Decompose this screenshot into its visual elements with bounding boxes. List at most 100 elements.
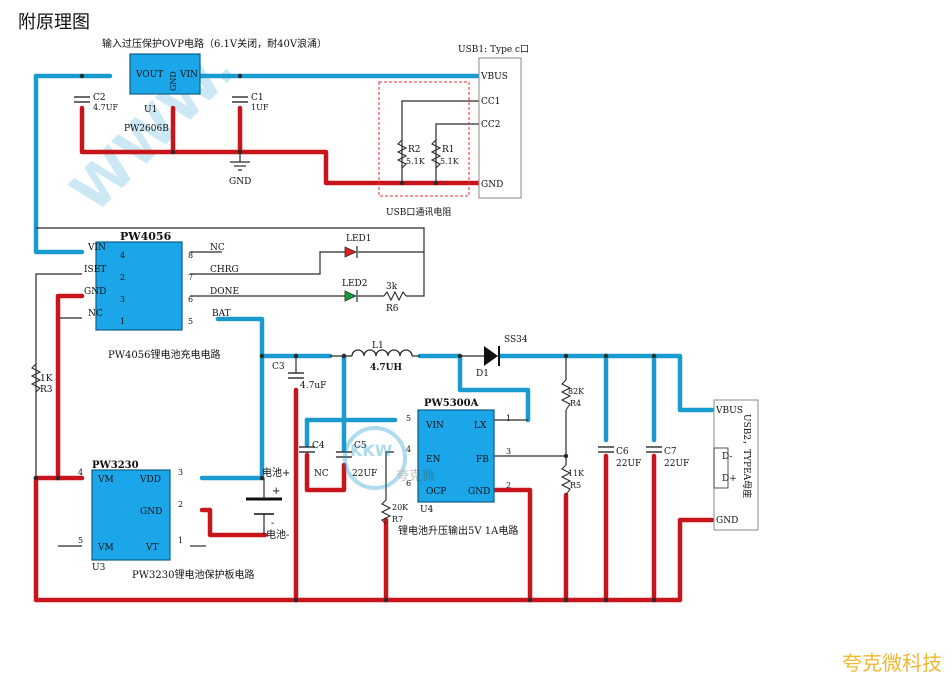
- usb2-pin-dplus: D+: [722, 474, 737, 484]
- page-title: 附原理图: [18, 12, 90, 33]
- pw4056-section: PW4056 VIN ISET GND NC 4 2 3 1 8 7 6 5 N…: [30, 230, 407, 395]
- pw5300a-right-num-0: 1: [506, 414, 511, 423]
- c6-val: 22UF: [616, 459, 641, 469]
- pw3230-left-num-0: 4: [78, 468, 83, 477]
- ovp-pin-gnd: GND: [169, 71, 178, 91]
- pw4056-right-label-3: BAT: [212, 309, 231, 319]
- usb-cc-caption: USB口通讯电阻: [386, 206, 451, 218]
- resistor-r1: [430, 139, 442, 169]
- usb1-pin-vbus: VBUS: [480, 72, 508, 82]
- junction-dots: [33, 73, 657, 603]
- pw3230-left-label-1: VM: [97, 543, 114, 553]
- usb1-pin-cc1: CC1: [481, 97, 501, 107]
- pw4056-part: PW4056: [120, 230, 172, 243]
- capacitor-c2: [74, 96, 90, 103]
- pw3230-chip: [91, 469, 171, 561]
- resistor-r6: [383, 290, 407, 302]
- usb1-title: USB1: Type c口: [458, 45, 529, 55]
- c5-val: 22UF: [352, 469, 377, 479]
- pw4056-left-label-0: VIN: [87, 243, 106, 253]
- resistor-r7: [380, 499, 392, 525]
- r7-ref: R7: [392, 515, 403, 524]
- ovp-section: 输入过压保护OVP电路（6.1V关闭，耐40V浪涌） VOUT VIN GND …: [74, 37, 327, 187]
- boost-section: C3 4.7uF C4 NC C5 22UF L1 4.7UH SS34 D1 …: [272, 335, 689, 537]
- pw5300a-right-num-2: 2: [506, 481, 511, 490]
- pw5300a-right-label-1: FB: [476, 455, 489, 465]
- resistor-r2: [396, 139, 408, 169]
- d1-ref: D1: [476, 369, 489, 379]
- pw5300a-left-num-2: 6: [406, 479, 411, 488]
- usb2-section: VBUS D- D+ GND USB2，TYPEA母座: [713, 399, 759, 531]
- r1-ref: R1: [442, 145, 455, 155]
- pw3230-right-num-2: 1: [178, 536, 183, 545]
- resistor-r5: [560, 464, 572, 496]
- pw3230-right-label-0: VDD: [139, 475, 161, 485]
- usb2-pin-gnd: GND: [716, 516, 738, 526]
- r5-val: 11K: [568, 469, 585, 478]
- l1-val: 4.7UH: [370, 363, 403, 373]
- usb1-connector: [478, 57, 522, 199]
- led1-icon: [344, 246, 357, 258]
- battery-pos-label: 电池+: [262, 466, 290, 479]
- usb1-section: USB1: Type c口 VBUS CC1 CC2 GND R2 5.1K R…: [378, 45, 529, 218]
- c4-ref: C4: [312, 441, 325, 451]
- c3-ref: C3: [272, 362, 285, 372]
- d1-part: SS34: [504, 335, 528, 345]
- c7-ref: C7: [664, 447, 677, 457]
- r1-val: 5.1K: [440, 157, 460, 166]
- usb1-pin-gnd: GND: [481, 180, 503, 190]
- pw3230-right-label-1: GND: [140, 507, 162, 517]
- r6-ref: R6: [386, 304, 399, 314]
- positive-traces: [33, 73, 715, 481]
- r2-val: 5.1K: [406, 157, 426, 166]
- pw4056-left-num-0: 4: [120, 251, 125, 260]
- pw4056-right-label-2: DONE: [210, 287, 239, 297]
- r2-ref: R2: [408, 145, 421, 155]
- r4-val: 82K: [568, 387, 585, 396]
- battery-plus: +: [272, 486, 280, 497]
- r6-val: 3k: [386, 282, 398, 292]
- pw5300a-right-label-0: LX: [474, 421, 487, 431]
- c2-ref: C2: [93, 93, 106, 103]
- pw4056-right-num-3: 5: [188, 317, 193, 326]
- pw3230-section: PW3230 U3 4 5 VM VM VDD GND VT 3 2 1 电池+…: [78, 460, 290, 581]
- r4-ref: R4: [570, 399, 581, 408]
- c2-val: 4.7UF: [93, 103, 118, 112]
- capacitor-c7: [646, 446, 662, 453]
- pw5300a-right-label-2: GND: [468, 487, 490, 497]
- usb2-connector: [713, 399, 759, 531]
- pw4056-chip: [95, 241, 183, 331]
- usb2-pin-dminus: D-: [722, 452, 732, 462]
- ovp-gnd-label: GND: [229, 177, 251, 187]
- c4-val: NC: [314, 469, 329, 479]
- pw4056-right-label-1: CHRG: [210, 265, 239, 275]
- pw3230-right-num-0: 3: [178, 468, 183, 477]
- usb1-pin-cc2: CC2: [481, 120, 501, 130]
- pw5300a-left-num-1: 4: [406, 445, 411, 454]
- pw4056-right-num-0: 8: [188, 251, 193, 260]
- r3-ref: R3: [40, 385, 53, 395]
- c5-ref: C5: [354, 441, 367, 451]
- pw3230-caption: PW3230锂电池保护板电路: [132, 568, 254, 581]
- pw5300a-left-label-0: VIN: [425, 421, 444, 431]
- pw4056-caption: PW4056锂电池充电电路: [108, 348, 220, 361]
- pw5300a-ref: U4: [420, 505, 434, 515]
- ovp-chip: [129, 53, 201, 95]
- pw3230-ref: U3: [92, 563, 106, 573]
- r5-ref: R5: [570, 481, 581, 490]
- pw4056-right-num-1: 7: [188, 273, 193, 282]
- capacitor-c1: [232, 96, 248, 103]
- signal-wires: [35, 100, 726, 547]
- boost-caption: 锂电池升压输出5V 1A电路: [398, 524, 518, 537]
- battery-minus: -: [271, 518, 274, 529]
- c1-val: 1UF: [251, 103, 269, 112]
- ovp-pin-vin: VIN: [179, 70, 198, 80]
- capacitor-c4: [299, 446, 315, 453]
- brand-name: 夸克微科技: [842, 651, 942, 675]
- pw4056-left-label-2: GND: [84, 287, 106, 297]
- pw3230-part: PW3230: [92, 460, 139, 471]
- inductor-l1: [351, 349, 413, 357]
- c3-val: 4.7uF: [300, 381, 326, 391]
- pw4056-left-label-1: ISET: [84, 265, 106, 275]
